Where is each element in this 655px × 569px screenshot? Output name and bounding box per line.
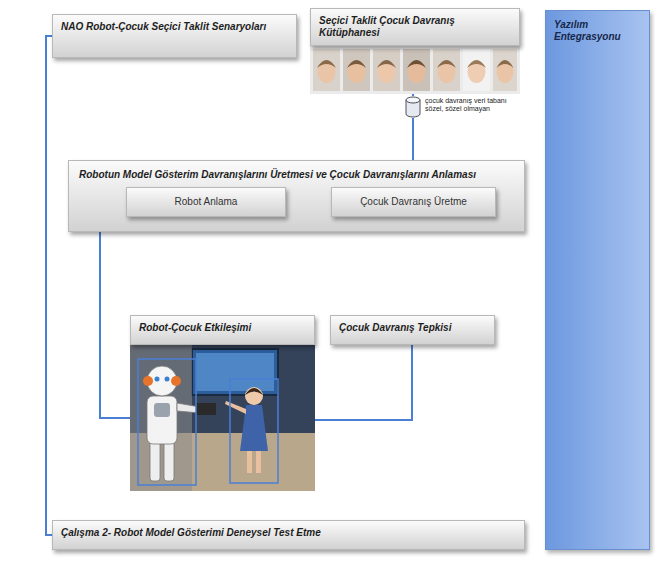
child-hair — [245, 388, 263, 395]
tracking-box — [230, 379, 278, 483]
robot-ear — [143, 376, 153, 386]
connector-line — [46, 36, 52, 535]
face-photo — [403, 49, 430, 91]
photo-tile — [343, 49, 370, 91]
hair — [437, 60, 456, 68]
connector-line — [100, 202, 130, 418]
face — [408, 61, 426, 83]
face-photo — [463, 49, 490, 91]
box-label: Robot Anlama — [175, 196, 238, 208]
connector — [413, 94, 414, 96]
box-header: Robot-Çocuk Etkileşimi — [130, 315, 315, 345]
robot-backdrop — [130, 341, 192, 491]
photo-tile — [463, 49, 490, 91]
face-photo — [313, 49, 340, 91]
robot-leg — [164, 441, 174, 481]
robot-chest — [154, 403, 170, 417]
photo-ground — [130, 341, 315, 491]
database-icon — [405, 96, 421, 118]
box-label: Çocuk Davranış Tepkisi — [339, 322, 486, 334]
box-label: NAO Robot-Çocuk Seçici Taklit Senaryolar… — [61, 21, 288, 33]
box-label: Robot-Çocuk Etkileşimi — [139, 322, 306, 334]
robot-eye — [165, 377, 170, 382]
box-header: Seçici Taklit Çocuk Davranış Kütüphanesi — [310, 8, 520, 46]
connector-line — [315, 345, 412, 420]
tracking-box — [138, 359, 196, 485]
library-box: Seçici Taklit Çocuk Davranış Kütüphanesi — [310, 8, 520, 94]
database-label: çocuk davranış veri tabanı sözel, sözel … — [425, 96, 515, 114]
hair — [317, 60, 336, 68]
face-strip — [310, 46, 520, 94]
robot-eye — [155, 377, 160, 382]
hair — [467, 60, 486, 68]
database-top — [406, 97, 420, 103]
hair — [347, 60, 366, 68]
process-group: Robotun Model Gösterim Davranışlarını Ür… — [68, 160, 525, 232]
strip-ground — [310, 46, 520, 94]
face — [497, 61, 514, 83]
box-label: Çocuk Davranış Üretme — [360, 196, 467, 208]
child-head — [245, 387, 263, 405]
face — [438, 61, 456, 83]
face-photo — [373, 49, 400, 91]
hair — [407, 60, 426, 68]
process-box: Çocuk Davranış Üretme — [331, 187, 496, 217]
connector — [100, 202, 130, 418]
face-photo — [343, 49, 370, 91]
screen-image — [196, 353, 274, 391]
box-label: Çalışma 2- Robot Model Gösterimi Deneyse… — [61, 527, 516, 539]
box-label: Yazılım Entegrasyonu — [554, 19, 641, 43]
process-box: Robot Anlama — [126, 187, 286, 217]
connector — [46, 36, 52, 535]
child-arm — [225, 401, 246, 414]
box-label: Seçici Taklit Çocuk Davranış Kütüphanesi — [319, 15, 511, 39]
test-box: Çalışma 2- Robot Model Gösterimi Deneyse… — [52, 520, 525, 550]
connector — [315, 345, 412, 420]
photo-tile — [403, 49, 430, 91]
face-photo — [433, 49, 460, 91]
child-figure — [225, 387, 268, 473]
screen — [192, 349, 278, 395]
child-leg — [256, 449, 261, 473]
box-label: Robotun Model Gösterim Davranışlarını Ür… — [79, 169, 514, 181]
photo-tile — [433, 49, 460, 91]
robot-leg — [150, 441, 160, 481]
photo-tile — [493, 49, 517, 91]
hair — [377, 60, 396, 68]
response-box: Çocuk Davranış Tepkisi — [330, 315, 495, 345]
photo-tile — [313, 49, 340, 91]
robot-ear — [171, 376, 181, 386]
nao-robot — [143, 366, 216, 481]
face — [348, 61, 366, 83]
connector-line — [412, 94, 414, 96]
scenario-box: NAO Robot-Çocuk Seçici Taklit Senaryolar… — [52, 14, 297, 58]
face — [318, 61, 336, 83]
integration-band: Yazılım Entegrasyonu — [545, 10, 650, 550]
child-leg — [247, 449, 252, 473]
interaction-photo — [130, 341, 315, 491]
face — [378, 61, 396, 83]
photo-tile — [373, 49, 400, 91]
face-photo — [493, 49, 517, 91]
interaction-box: Robot-Çocuk Etkileşimi — [130, 315, 315, 491]
database-node: çocuk davranış veri tabanı sözel, sözel … — [405, 96, 517, 118]
face — [468, 61, 486, 83]
robot-body — [147, 396, 177, 444]
hair — [497, 60, 514, 68]
robot-hand-object — [196, 403, 216, 415]
